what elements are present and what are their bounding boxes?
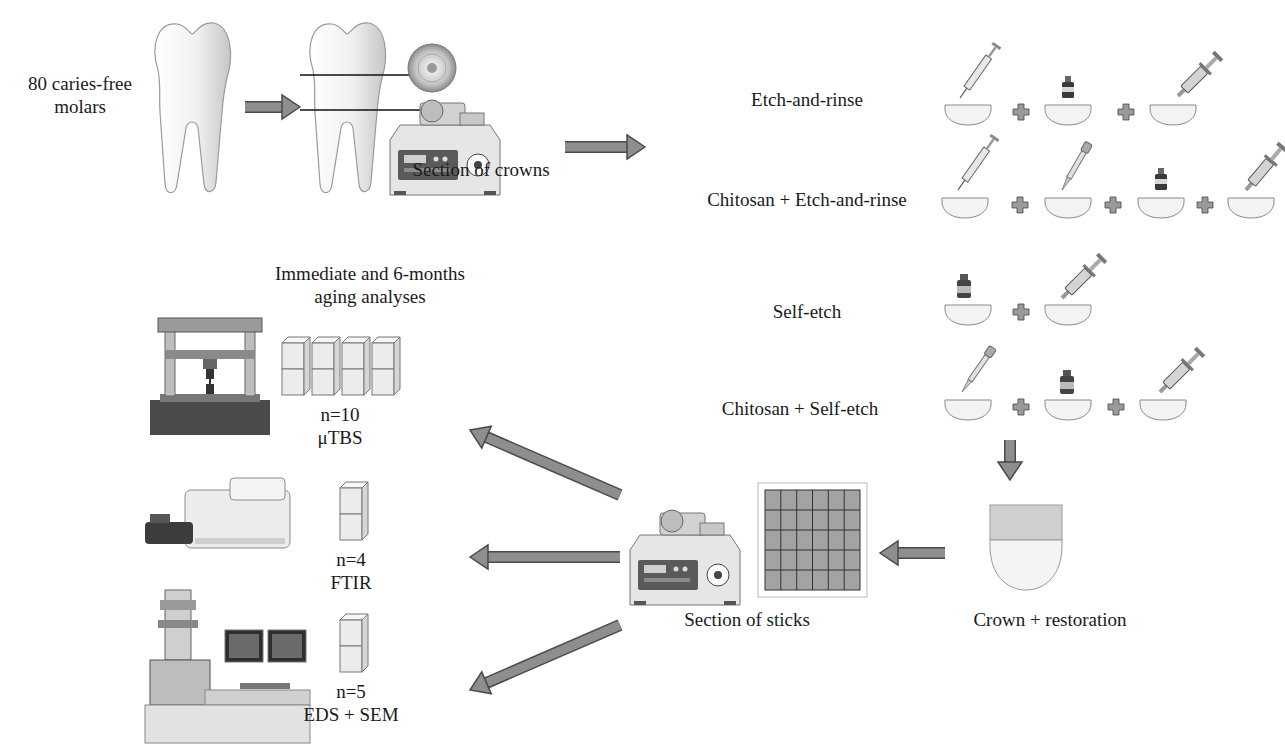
analysis-method: EDS + SEM — [303, 703, 398, 726]
protocol-row: Self-etch — [650, 250, 1270, 335]
analysis-stage: n=5EDS + SEM — [140, 600, 470, 748]
sample-size: n=5 — [336, 680, 366, 703]
sectioning-stage: Section of crowns — [300, 12, 565, 200]
sample-size: n=4 — [336, 548, 366, 571]
protocol-group: Etch-and-rinseChitosan + Etch-and-rinseS… — [645, 20, 1280, 440]
stage-caption: 80 caries-free molars — [20, 72, 140, 118]
stick-drawing — [340, 482, 368, 540]
flow-arrow — [470, 545, 620, 569]
molar-drawing — [155, 23, 231, 193]
flow-arrow — [470, 426, 620, 495]
stick-drawing — [312, 337, 340, 395]
stage-caption: Section of sticks — [684, 608, 810, 631]
analysis-stage: n=4FTIR — [140, 470, 470, 598]
specimen-stage: 80 caries-free molars — [16, 15, 245, 200]
analysis-method: μTBS — [317, 426, 362, 449]
stick-sectioning-stage: Section of sticks — [620, 480, 880, 635]
flow-arrow — [880, 541, 945, 565]
stick-drawing — [342, 337, 370, 395]
analysis-method: FTIR — [330, 571, 371, 594]
protocol-name: Etch-and-rinse — [751, 88, 863, 111]
protocol-row: Chitosan + Self-etch — [650, 345, 1270, 435]
protocol-icons — [945, 42, 1225, 125]
sample-size: n=10 — [320, 403, 359, 426]
flow-arrow — [245, 95, 300, 119]
protocol-icons — [942, 134, 1285, 218]
stick-drawing — [372, 337, 400, 395]
section-heading: Immediate and 6-months aging analyses — [268, 262, 473, 308]
stick-sectioning-drawing — [630, 483, 867, 605]
restored-crown-drawing — [990, 505, 1062, 590]
protocol-name: Chitosan + Self-etch — [722, 397, 878, 420]
microscope-drawing — [145, 590, 310, 743]
stage-caption: Section of crowns — [412, 158, 549, 181]
stage-caption: Crown + restoration — [973, 608, 1126, 631]
protocol-icons — [945, 345, 1207, 420]
flow-arrow — [998, 440, 1022, 480]
stick-drawing — [282, 337, 310, 395]
analysis-stage: n=10μTBS — [140, 315, 470, 453]
protocol-row: Etch-and-rinse — [650, 28, 1270, 128]
protocol-row: Chitosan + Etch-and-rinse — [650, 130, 1270, 225]
restoration-stage: Crown + restoration — [945, 480, 1155, 635]
testing-machine-drawing — [150, 318, 270, 435]
protocol-name: Self-etch — [773, 300, 842, 323]
protocol-icons — [945, 251, 1109, 325]
spectrometer-drawing — [145, 478, 290, 548]
protocol-name: Chitosan + Etch-and-rinse — [707, 188, 907, 211]
stick-drawing — [340, 614, 368, 672]
flow-arrow — [470, 625, 620, 694]
flow-arrow — [565, 135, 645, 159]
